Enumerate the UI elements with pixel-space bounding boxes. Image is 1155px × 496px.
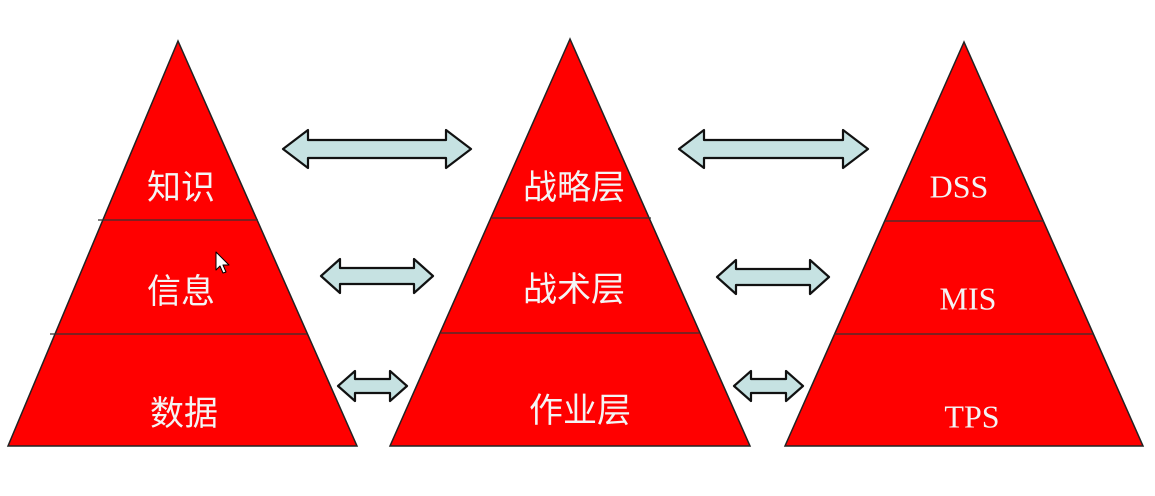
pyramid-information-systems: DSS MIS TPS	[783, 40, 1145, 447]
arrow-left-top	[281, 128, 473, 170]
pyramid-knowledge-hierarchy: 知识 信息 数据	[6, 39, 359, 447]
double-arrow-icon	[319, 257, 435, 295]
mouse-pointer-icon	[215, 251, 230, 274]
double-arrow-icon	[677, 128, 870, 170]
pyramid-body	[388, 37, 752, 447]
pyramid-body	[6, 39, 359, 447]
arrow-left-bottom	[336, 369, 409, 403]
double-arrow-icon	[336, 369, 409, 403]
layer-label-top: 战略层	[523, 168, 625, 208]
double-arrow-icon	[732, 369, 805, 403]
layer-label-bottom: TPS	[944, 398, 999, 434]
layer-label-middle: MIS	[940, 280, 997, 316]
pyramid-management-levels: 战略层 战术层 作业层	[388, 37, 752, 447]
layer-label-middle: 战术层	[523, 270, 625, 310]
layer-label-bottom: 作业层	[529, 391, 631, 431]
layer-label-bottom: 数据	[150, 394, 218, 434]
layer-label-middle: 信息	[147, 272, 215, 312]
layer-label-top: 知识	[147, 168, 215, 208]
arrow-left-middle	[319, 257, 435, 295]
layer-label-top: DSS	[930, 168, 989, 204]
pyramid-body	[783, 40, 1145, 447]
arrow-right-middle	[715, 258, 831, 296]
arrow-right-bottom	[732, 369, 805, 403]
arrow-right-top	[677, 128, 870, 170]
double-arrow-icon	[715, 258, 831, 296]
double-arrow-icon	[281, 128, 473, 170]
